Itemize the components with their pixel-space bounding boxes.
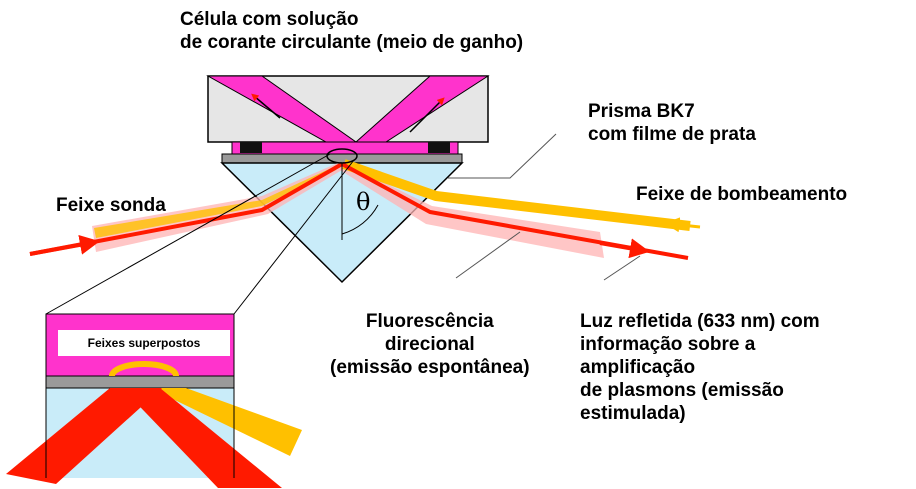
fluorescence-label-line-3: (emissão espontânea): [330, 357, 530, 378]
zoom-line-right: [233, 159, 355, 315]
cell-label: Célula com solução de corante circulante…: [180, 8, 523, 54]
angle-theta-label: θ: [356, 188, 371, 216]
prism-label-line-2: com filme de prata: [588, 124, 756, 145]
left-electrode: [240, 142, 262, 153]
dye-cell: [206, 75, 490, 155]
reflected-label: Luz refletida (633 nm) com informação so…: [580, 310, 820, 425]
probe-beam: [29, 162, 343, 256]
reflected-label-line-1: Luz refletida (633 nm) com: [580, 311, 820, 332]
angle-arc: [341, 204, 379, 235]
prism-label-line-1: Prisma BK7: [588, 101, 695, 122]
flow-arrow-left: [251, 93, 281, 119]
flow-arrow-right: [409, 97, 445, 133]
pump-arrowhead: [664, 217, 701, 233]
reflected-label-line-4: de plasmons (emissão: [580, 380, 784, 401]
prism-leader: [448, 133, 557, 179]
reflected-arrow: [599, 238, 650, 259]
inset-probe-beam: [6, 388, 162, 484]
probe-yellow-edge: [94, 164, 340, 238]
reflected-label-line-3: amplificação: [580, 357, 696, 378]
inset-label: Feixes superpostos: [58, 330, 230, 356]
fluorescence-label-line-2: direcional: [384, 334, 475, 355]
cell-label-line-2: de corante circulante (meio de ganho): [180, 32, 524, 53]
fluorescence-label-line-1: Fluorescência: [365, 311, 494, 332]
cell-label-line-1: Célula com solução: [180, 9, 359, 30]
fluorescence-leader: [455, 231, 521, 279]
zoom-line-left: [45, 153, 331, 315]
reflected-label-line-5: estimulada): [580, 403, 686, 424]
inset-reflected-beam: [122, 388, 282, 488]
probe-label: Feixe sonda: [56, 195, 166, 216]
pump-label: Feixe de bombeamento: [636, 184, 848, 205]
reflected-glow: [340, 162, 604, 258]
reflected-label-line-2: informação sobre a: [580, 334, 756, 355]
dye-outlet-channel: [354, 75, 490, 143]
probe-arrow: [29, 234, 100, 256]
silver-film: [221, 153, 463, 164]
pump-beam: [342, 159, 691, 231]
prism-label: Prisma BK7 com filme de prata: [588, 100, 756, 146]
inset-overlap-glow: [109, 361, 179, 377]
inset-silver: [45, 375, 235, 389]
right-electrode: [428, 142, 450, 153]
fluorescence-label: Fluorescência direcional (emissão espont…: [330, 310, 530, 379]
reflected-leader: [603, 255, 641, 281]
dye-layer: [231, 141, 459, 155]
inset-pump-beam: [150, 388, 302, 456]
